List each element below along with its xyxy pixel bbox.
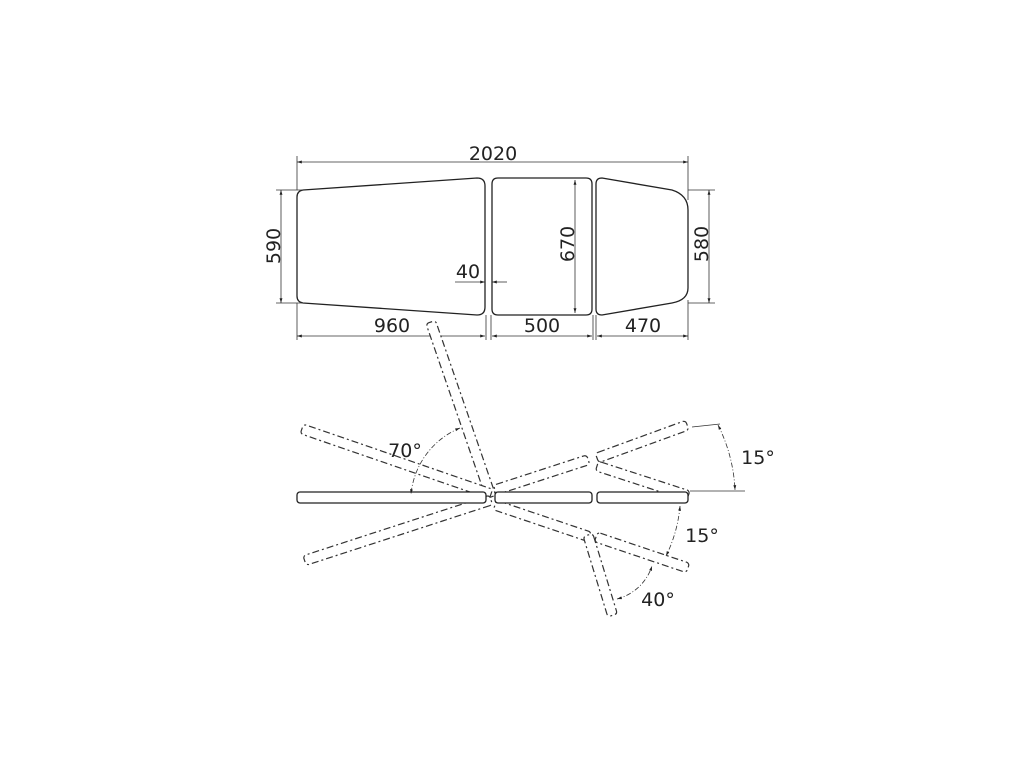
length-section-1-label: 960: [374, 315, 410, 337]
head-board-down: [594, 532, 690, 573]
section-2-outline: [491, 177, 593, 316]
width-section-2-label: 670: [557, 226, 579, 262]
gap-label: 40: [456, 261, 480, 283]
head-down-angle-label: 15°: [685, 525, 719, 547]
back-angle-label: 70°: [388, 440, 422, 462]
overall-length-label: 2020: [469, 143, 517, 165]
back-board-up-70: [426, 320, 496, 499]
middle-board-down: [493, 500, 592, 542]
length-section-2-label: 500: [524, 315, 560, 337]
head-board-flat: [596, 491, 689, 504]
width-section-1-label: 590: [263, 228, 285, 264]
top-view: 2020 590 670 580 40 960 500 470: [263, 143, 715, 340]
section-1-outline: [296, 177, 486, 316]
head-board-up: [595, 420, 689, 463]
width-section-3-label: 580: [691, 226, 713, 262]
middle-board-up: [493, 455, 590, 495]
middle-board-flat: [494, 491, 593, 504]
section-3-outline: [595, 177, 689, 316]
head-up-angle-label: 15°: [741, 447, 775, 469]
leg-angle-label: 40°: [641, 589, 675, 611]
length-section-3-label: 470: [625, 315, 661, 337]
back-board-flat: [296, 491, 487, 504]
side-view: 70° 15° 15° 40°: [296, 320, 775, 617]
leg-board-40: [583, 533, 618, 617]
back-board-down: [303, 495, 493, 566]
